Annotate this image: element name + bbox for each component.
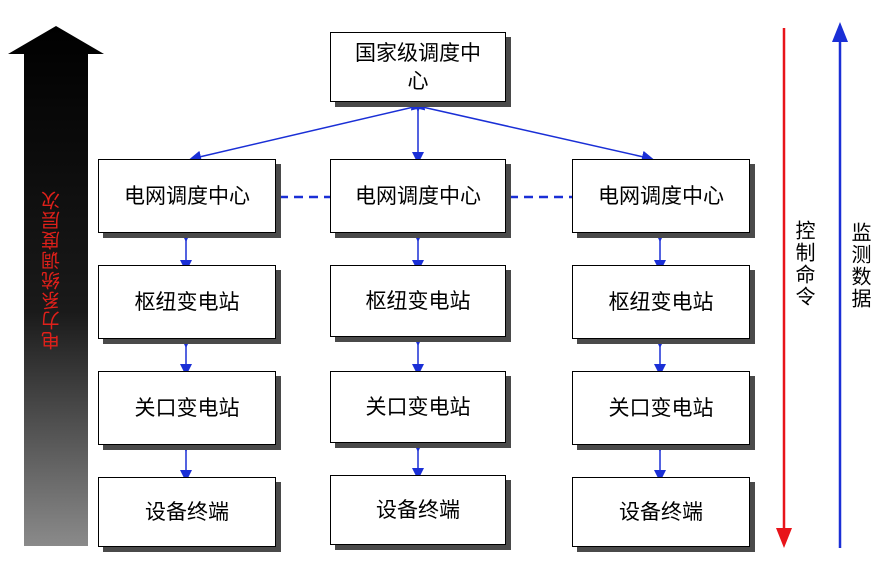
- hub-substation-3: 枢纽变电站: [572, 265, 750, 339]
- gateway-substation-label: 关口变电站: [608, 395, 714, 420]
- national-dispatch-center-label: 国家级调度中心: [355, 40, 481, 93]
- device-terminal-3: 设备终端: [572, 477, 750, 547]
- device-terminal-label: 设备终端: [376, 497, 460, 522]
- hierarchy-arrow: [8, 26, 104, 546]
- gateway-substation-2: 关口变电站: [330, 371, 506, 443]
- device-terminal-1: 设备终端: [98, 477, 276, 547]
- grid-dispatch-center-label: 电网调度中心: [598, 183, 724, 208]
- grid-dispatch-center-2: 电网调度中心: [330, 159, 506, 233]
- gateway-substation-label: 关口变电站: [365, 394, 471, 419]
- grid-dispatch-center-3: 电网调度中心: [572, 159, 750, 233]
- hub-substation-label: 枢纽变电站: [365, 288, 471, 313]
- gateway-substation-1: 关口变电站: [98, 371, 276, 445]
- monitoring-data-label: 监测数据: [848, 222, 872, 310]
- monitoring-data-arrowhead: [832, 22, 848, 42]
- grid-dispatch-center-label: 电网调度中心: [355, 183, 481, 208]
- device-terminal-2: 设备终端: [330, 475, 506, 545]
- link-top-left: [189, 98, 426, 163]
- control-command-label: 控制命令: [792, 220, 816, 308]
- grid-dispatch-center-1: 电网调度中心: [98, 159, 276, 233]
- hub-substation-label: 枢纽变电站: [134, 289, 240, 314]
- grid-dispatch-center-label: 电网调度中心: [124, 183, 250, 208]
- hub-substation-label: 枢纽变电站: [608, 289, 714, 314]
- hub-substation-1: 枢纽变电站: [98, 265, 276, 339]
- gateway-substation-label: 关口变电站: [134, 395, 240, 420]
- device-terminal-label: 设备终端: [145, 499, 229, 524]
- gateway-substation-3: 关口变电站: [572, 371, 750, 445]
- link-top-right: [410, 98, 654, 163]
- device-terminal-label: 设备终端: [619, 499, 703, 524]
- control-command-arrowhead: [776, 528, 792, 548]
- national-dispatch-center: 国家级调度中心: [330, 32, 506, 102]
- hierarchy-label: 电力系统调度层次: [41, 190, 63, 350]
- hub-substation-2: 枢纽变电站: [330, 265, 506, 337]
